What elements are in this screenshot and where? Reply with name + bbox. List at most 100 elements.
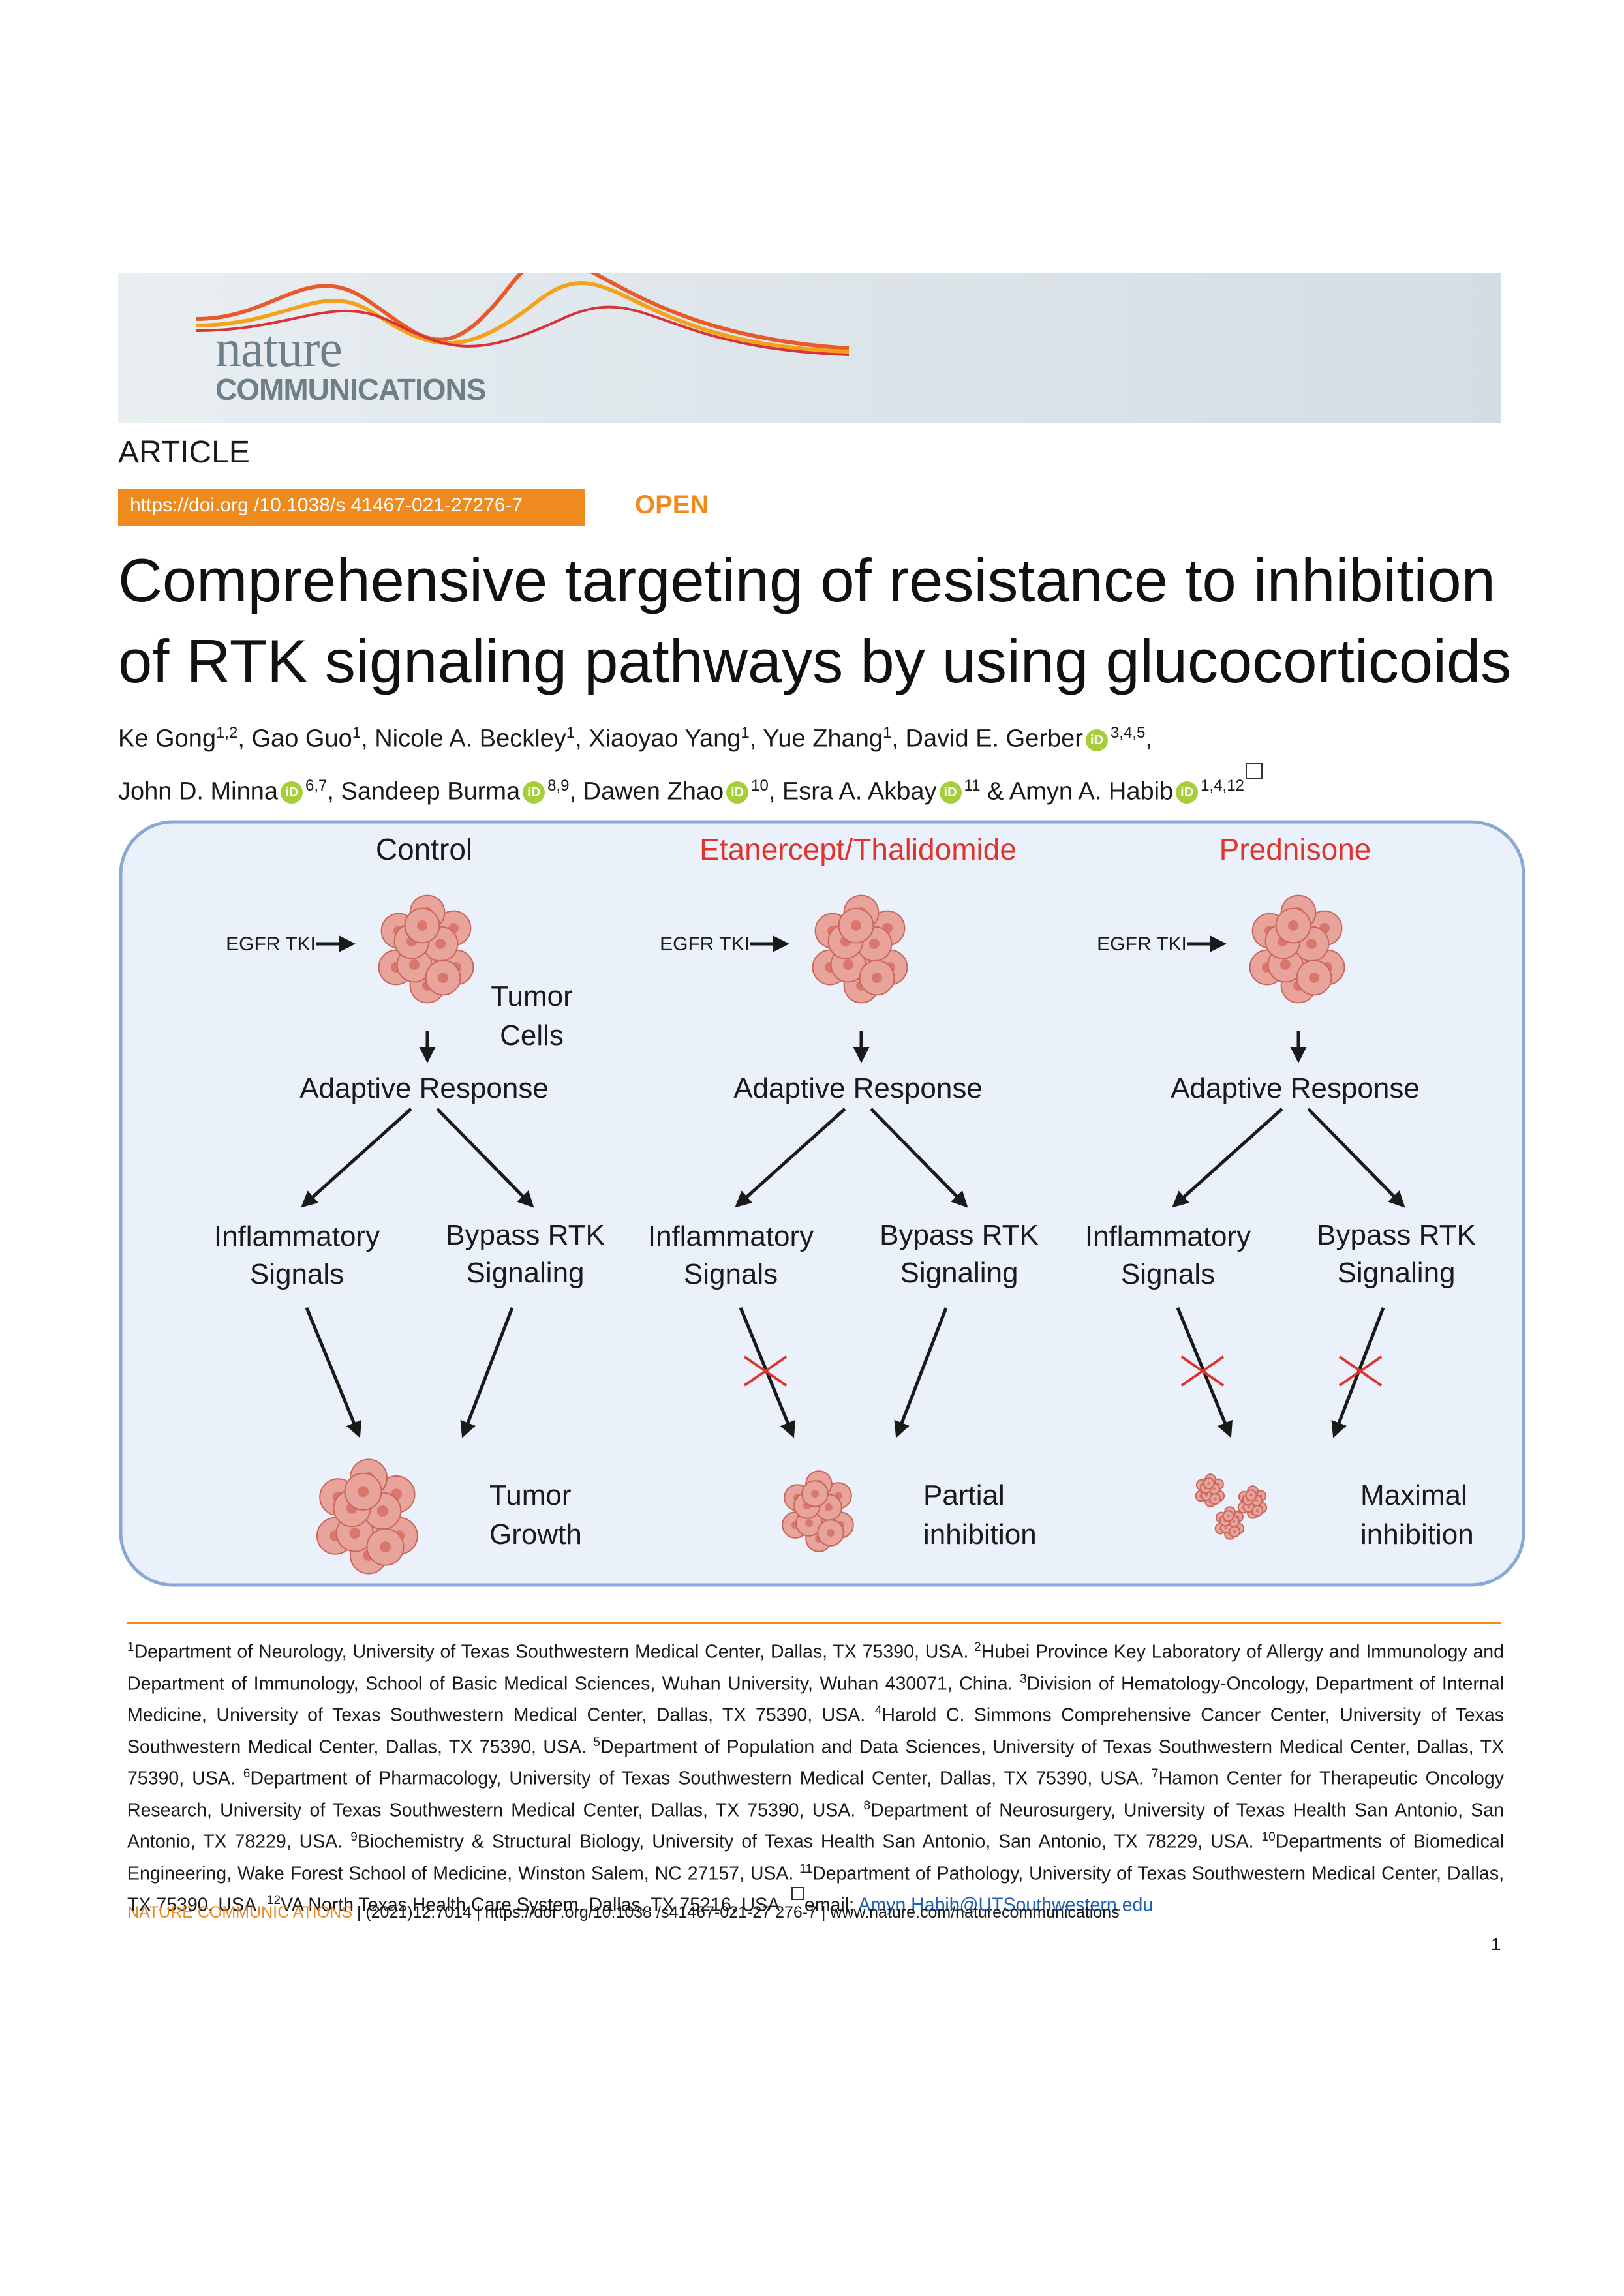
author-affiliation-ref: 11 bbox=[964, 776, 981, 794]
branch-arrow-left bbox=[1172, 1108, 1283, 1208]
affiliation-text: Department of Population and Data Scienc… bbox=[127, 1736, 1504, 1789]
affiliation-number: 10 bbox=[1261, 1830, 1276, 1844]
author-affiliation-ref: 3,4,5 bbox=[1110, 724, 1146, 742]
author-name: David E. Gerber bbox=[905, 725, 1083, 753]
orcid-icon[interactable]: iD bbox=[1085, 729, 1108, 751]
branch-arrow-right bbox=[436, 1108, 534, 1208]
article-title: Comprehensive targeting of resistance to… bbox=[118, 546, 1512, 695]
author-affiliation-ref: 1 bbox=[352, 724, 361, 742]
panel-heading: Etanercept/Thalidomide bbox=[699, 832, 1017, 866]
author-affiliation-ref: 1 bbox=[566, 724, 575, 742]
affiliation-number: 7 bbox=[1152, 1767, 1159, 1781]
drug-label: EGFR TKI bbox=[1097, 933, 1187, 955]
author-affiliation-ref: 8,9 bbox=[547, 776, 570, 794]
affiliation-text: Department of Pharmacology, University o… bbox=[250, 1768, 1152, 1789]
author-name: Yue Zhang bbox=[763, 725, 883, 753]
bypass-rtk-label: Signaling bbox=[1337, 1257, 1455, 1289]
drug-label: EGFR TKI bbox=[226, 933, 316, 955]
doi-badge[interactable] bbox=[118, 489, 585, 526]
journal-logo-waves bbox=[196, 273, 850, 356]
affiliation-number: 5 bbox=[593, 1735, 600, 1749]
inflammatory-signals-label: Inflammatory bbox=[648, 1220, 814, 1252]
affiliation-text: Hubei Province Key Laboratory of Allergy… bbox=[127, 1641, 1504, 1695]
affiliation-text: Departments of Biomedical Engineering, W… bbox=[127, 1831, 1505, 1884]
affiliation-text: Harold C. Simmons Comprehensive Cancer C… bbox=[127, 1704, 1505, 1758]
page-number: 1 bbox=[1491, 1934, 1501, 1954]
outcome-label: Tumor bbox=[489, 1479, 572, 1511]
open-access-label: OPEN bbox=[635, 491, 709, 519]
author-name: Gao Guo bbox=[251, 725, 352, 753]
journal-banner bbox=[118, 273, 1501, 423]
doi-link[interactable]: https://doi.org /10.1038/s 41467-021-272… bbox=[130, 494, 523, 516]
bypass-rtk-label: Signaling bbox=[900, 1257, 1018, 1289]
residual-cell bbox=[1237, 1485, 1268, 1519]
tumor-cells-cluster bbox=[378, 894, 474, 1004]
affiliation-text: Division of Hematology-Oncology, Departm… bbox=[127, 1673, 1504, 1726]
corresponding-email-link[interactable]: Amyn.Habib@UTSouthwestern.edu bbox=[858, 1894, 1154, 1916]
tumor-cells-label: Tumor bbox=[491, 980, 573, 1012]
adaptive-response-label: Adaptive Response bbox=[733, 1072, 983, 1104]
author-name: Esra A. Akbay bbox=[782, 778, 937, 806]
block-x-left bbox=[1180, 1355, 1225, 1387]
author-affiliation-ref: 10 bbox=[751, 776, 769, 794]
author-list: Ke Gong1,2, Gao Guo1, Nicole A. Beckley1… bbox=[118, 710, 1521, 815]
envelope-icon bbox=[791, 1887, 804, 1900]
bypass-rtk-label: Bypass RTK bbox=[1317, 1219, 1476, 1251]
author-affiliation-ref: 1 bbox=[741, 724, 750, 742]
author-name: Sandeep Burma bbox=[341, 778, 521, 806]
affiliation-text: VA North Texas Health Care System, Dalla… bbox=[281, 1894, 790, 1916]
author-name: Ke Gong bbox=[118, 725, 216, 753]
right-signal-arrow bbox=[894, 1307, 948, 1438]
affiliation-rule bbox=[127, 1622, 1501, 1624]
author-name: Xiaoyao Yang bbox=[589, 725, 741, 753]
outcome-label: Growth bbox=[489, 1518, 582, 1550]
drug-label: EGFR TKI bbox=[660, 933, 750, 955]
affiliations: 1Department of Neurology, University of … bbox=[127, 1634, 1504, 1919]
orcid-icon[interactable]: iD bbox=[939, 781, 962, 804]
outcome-label: Maximal bbox=[1360, 1479, 1467, 1511]
affiliation-text: Department of Neurosurgery, University o… bbox=[127, 1800, 1504, 1852]
affiliation-text: Department of Neurology, University of T… bbox=[134, 1641, 975, 1663]
branch-arrow-right bbox=[1307, 1108, 1405, 1208]
orcid-icon[interactable]: iD bbox=[523, 781, 545, 804]
left-signal-arrow bbox=[305, 1307, 361, 1438]
block-x-right bbox=[1338, 1355, 1383, 1387]
tumor-cells-label: Cells bbox=[500, 1020, 564, 1051]
inflammatory-signals-label: Signals bbox=[684, 1258, 778, 1290]
block-x-left bbox=[743, 1355, 788, 1387]
inflammatory-signals-label: Signals bbox=[250, 1258, 344, 1290]
journal-subname: COMMUNICATIONS bbox=[215, 372, 486, 406]
email-label: email: bbox=[804, 1894, 859, 1916]
orcid-icon[interactable]: iD bbox=[1176, 781, 1199, 804]
affiliation-number: 12 bbox=[266, 1894, 281, 1907]
adaptive-response-label: Adaptive Response bbox=[299, 1072, 549, 1104]
bypass-rtk-label: Bypass RTK bbox=[880, 1219, 1039, 1251]
envelope-icon bbox=[1245, 762, 1263, 779]
panel-heading: Prednisone bbox=[1219, 832, 1371, 866]
orcid-icon[interactable]: iD bbox=[281, 781, 303, 804]
author-name: John D. Minna bbox=[118, 778, 279, 806]
residual-cell bbox=[1214, 1506, 1245, 1540]
orcid-icon[interactable]: iD bbox=[726, 781, 749, 804]
tumor-cells-cluster bbox=[812, 894, 908, 1004]
author-name: Nicole A. Beckley bbox=[375, 725, 566, 753]
affiliation-number: 2 bbox=[974, 1640, 981, 1654]
author-affiliation-ref: 6,7 bbox=[305, 776, 328, 794]
page-footer: NATURE COMMUNIC ATIONS | (2021)12:7014 |… bbox=[127, 1903, 1504, 1922]
affiliation-number: 11 bbox=[799, 1862, 813, 1876]
affiliation-number: 4 bbox=[874, 1704, 882, 1717]
affiliation-text: Hamon Center for Therapeutic Oncology Re… bbox=[127, 1768, 1504, 1821]
affiliation-number: 8 bbox=[863, 1798, 871, 1813]
author-affiliation-ref: 1,4,12 bbox=[1201, 776, 1244, 794]
author-name: Dawen Zhao bbox=[583, 778, 724, 806]
affiliation-text: Biochemistry & Structural Biology, Unive… bbox=[357, 1831, 1262, 1852]
panel-heading: Control bbox=[376, 832, 472, 866]
affiliation-number: 3 bbox=[1020, 1672, 1027, 1686]
inflammatory-signals-label: Signals bbox=[1121, 1258, 1215, 1290]
outcome-label: inhibition bbox=[923, 1518, 1037, 1550]
tumor-cells-cluster bbox=[1249, 894, 1345, 1004]
journal-name: nature bbox=[215, 320, 343, 378]
author-name: Amyn A. Habib bbox=[1009, 778, 1174, 806]
bypass-rtk-label: Bypass RTK bbox=[446, 1219, 605, 1251]
